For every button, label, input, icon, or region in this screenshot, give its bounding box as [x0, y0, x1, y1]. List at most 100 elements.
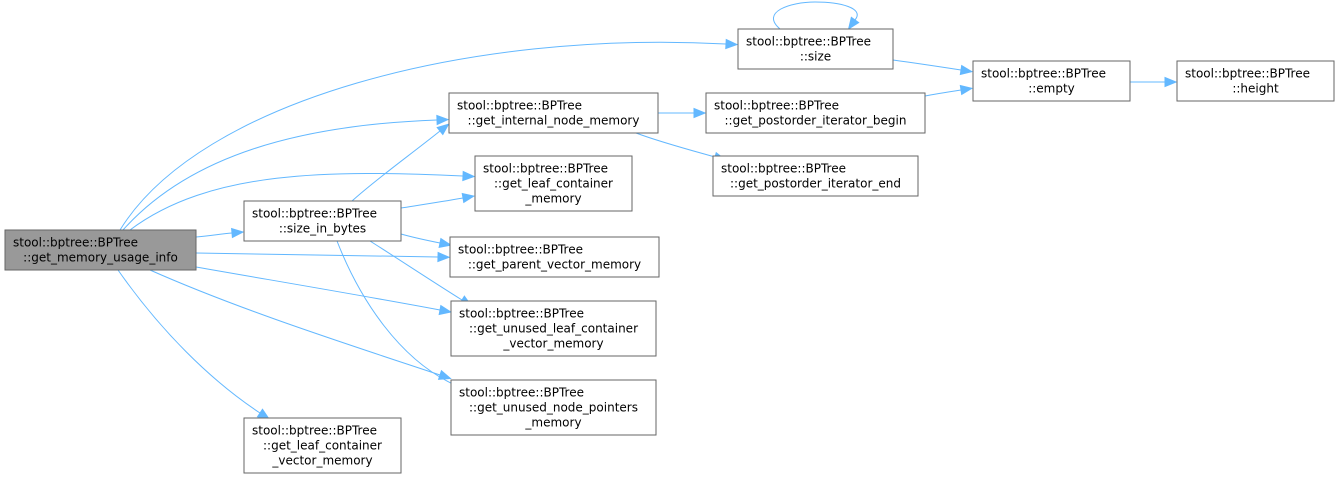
node-parent[interactable]: stool::bptree::BPTree::get_parent_vector… — [449, 236, 660, 278]
node-label-line: _memory — [524, 192, 581, 206]
edge-sib-to-parent — [400, 233, 453, 249]
node-label-line: ::get_postorder_iterator_end — [730, 177, 901, 191]
edge-postbegin-to-empty — [924, 84, 974, 97]
node-height[interactable]: stool::bptree::BPTree::height — [1176, 60, 1335, 102]
node-sib[interactable]: stool::bptree::BPTree::size_in_bytes — [243, 200, 402, 242]
node-box — [1176, 60, 1335, 102]
node-postend[interactable]: stool::bptree::BPTree::get_postorder_ite… — [712, 155, 919, 197]
edge-arrowhead — [461, 192, 476, 204]
edge-line — [195, 232, 233, 238]
edge-line — [400, 233, 441, 244]
node-label-line: stool::bptree::BPTree — [252, 207, 377, 221]
node-label-line: ::size — [800, 50, 831, 64]
edge-arrowhead — [438, 237, 453, 249]
node-box — [450, 379, 657, 436]
node-label-line: ::get_postorder_iterator_begin — [725, 114, 907, 128]
node-box — [243, 417, 402, 474]
edge-line — [924, 89, 962, 97]
edge-line — [119, 41, 727, 231]
node-postbegin[interactable]: stool::bptree::BPTree::get_postorder_ite… — [705, 92, 926, 134]
edge-line — [195, 266, 441, 311]
node-label-line: _memory — [524, 416, 581, 430]
node-label-line: ::get_internal_node_memory — [468, 114, 640, 128]
edge-sib-to-internal — [351, 123, 450, 202]
node-label-line: stool::bptree::BPTree — [252, 424, 377, 438]
node-label-line: stool::bptree::BPTree — [457, 99, 582, 113]
node-label-line: stool::bptree::BPTree — [1185, 67, 1310, 81]
edge-arrowhead — [437, 251, 451, 263]
edge-arrowhead — [436, 114, 450, 126]
edge-arrowhead — [462, 170, 476, 182]
edge-internal-to-postbegin — [658, 107, 707, 119]
node-internal[interactable]: stool::bptree::BPTree::get_internal_node… — [448, 92, 659, 134]
node-label-line: stool::bptree::BPTree — [459, 307, 584, 321]
edge-root-to-unusedleaf — [195, 266, 453, 316]
edge-line — [635, 132, 716, 158]
node-label-line: stool::bptree::BPTree — [981, 67, 1106, 81]
node-box — [449, 236, 660, 278]
node-label-line: _vector_memory — [502, 337, 603, 351]
node-box — [737, 28, 894, 70]
node-box — [4, 229, 197, 271]
node-label-line: ::size_in_bytes — [279, 222, 366, 236]
edge-line — [773, 1, 858, 30]
node-leafvec[interactable]: stool::bptree::BPTree::get_leaf_containe… — [243, 417, 402, 474]
node-label-line: ::get_leaf_container — [494, 177, 613, 191]
node-label-line: stool::bptree::BPTree — [483, 162, 608, 176]
edge-internal-to-postend — [635, 132, 727, 162]
node-label-line: _vector_memory — [271, 454, 372, 468]
edge-size-to-size — [773, 1, 860, 31]
edge-arrowhead — [438, 304, 453, 316]
node-label-line: ::get_leaf_container — [263, 439, 382, 453]
edge-line — [195, 252, 439, 258]
node-label-line: ::get_memory_usage_info — [23, 251, 178, 265]
node-label-line: ::empty — [1028, 82, 1075, 96]
node-root[interactable]: stool::bptree::BPTree::get_memory_usage_… — [4, 229, 197, 271]
node-label-line: ::get_parent_vector_memory — [468, 258, 641, 272]
node-leafmem[interactable]: stool::bptree::BPTree::get_leaf_containe… — [474, 155, 633, 212]
edge-arrowhead — [231, 227, 245, 239]
node-box — [972, 60, 1131, 102]
edge-arrowhead — [693, 107, 707, 119]
edge-line — [117, 269, 261, 414]
node-unusednode[interactable]: stool::bptree::BPTree::get_unused_node_p… — [450, 379, 657, 436]
edge-sib-to-unusednode — [336, 240, 467, 391]
edge-root-to-internal — [122, 114, 450, 231]
node-size[interactable]: stool::bptree::BPTree::size — [737, 28, 894, 70]
node-empty[interactable]: stool::bptree::BPTree::empty — [972, 60, 1131, 102]
edge-line — [122, 119, 438, 231]
node-label-line: stool::bptree::BPTree — [714, 99, 839, 113]
node-box — [450, 300, 657, 357]
edge-line — [336, 240, 456, 386]
node-box — [448, 92, 659, 134]
edge-line — [892, 59, 962, 71]
edge-line — [351, 130, 441, 202]
edge-root-to-leafmem — [129, 170, 476, 231]
edge-sib-to-leafmem — [400, 192, 476, 209]
node-label-line: ::height — [1232, 82, 1279, 96]
node-label-line: stool::bptree::BPTree — [458, 243, 583, 257]
edge-line — [369, 240, 463, 301]
edge-line — [400, 197, 464, 209]
edge-line — [129, 172, 464, 231]
edge-root-to-leafvec — [117, 269, 271, 420]
node-label-line: stool::bptree::BPTree — [746, 35, 871, 49]
edge-empty-to-height — [1130, 76, 1178, 88]
node-box — [474, 155, 633, 212]
node-label-line: ::get_unused_node_pointers — [469, 401, 638, 415]
edge-line — [149, 269, 441, 376]
edge-root-to-size — [119, 38, 739, 231]
edge-root-to-parent — [195, 251, 451, 263]
edge-arrowhead — [437, 369, 452, 380]
edge-arrowhead — [436, 123, 450, 136]
edge-arrowhead — [959, 64, 974, 76]
node-box — [243, 200, 402, 242]
node-box — [712, 155, 919, 197]
node-unusedleaf[interactable]: stool::bptree::BPTree::get_unused_leaf_c… — [450, 300, 657, 357]
node-label-line: stool::bptree::BPTree — [13, 236, 138, 250]
edge-size-to-empty — [892, 59, 974, 76]
node-label-line: stool::bptree::BPTree — [721, 162, 846, 176]
node-label-line: stool::bptree::BPTree — [459, 386, 584, 400]
node-label-line: ::get_unused_leaf_container — [469, 322, 638, 336]
